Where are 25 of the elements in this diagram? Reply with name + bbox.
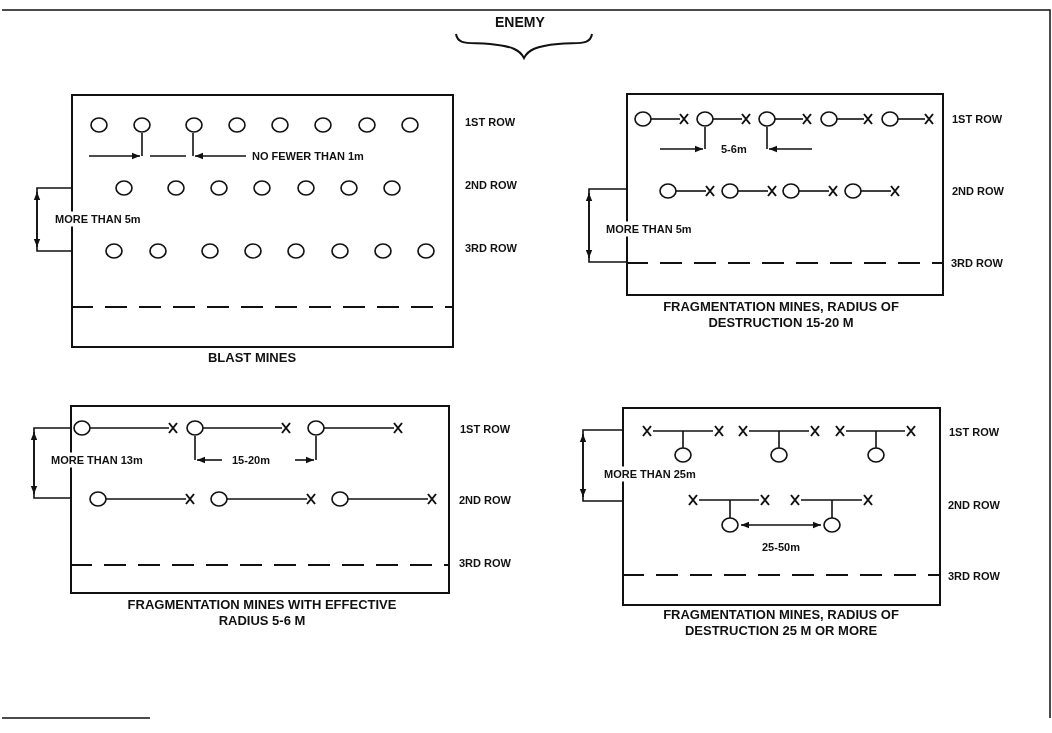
dimension-label: 5-6m — [721, 142, 747, 156]
row-label: 2ND ROW — [465, 178, 517, 192]
dimension-label: NO FEWER THAN 1m — [252, 149, 364, 163]
heading-label: ENEMY — [495, 15, 545, 29]
dimension-label: 15-20m — [232, 453, 270, 467]
dimension-label: MORE THAN 5m — [606, 221, 692, 237]
dimension-label: 25-50m — [762, 540, 800, 554]
row-label: 3RD ROW — [951, 256, 1003, 270]
row-label: 1ST ROW — [952, 112, 1003, 126]
panel-caption: FRAGMENTATION MINES, RADIUS OF DESTRUCTION 25 M OR MORE — [662, 607, 900, 639]
row-label: 2ND ROW — [952, 184, 1004, 198]
row-label: 2ND ROW — [948, 498, 1000, 512]
dimension-label: MORE THAN 13m — [51, 452, 143, 468]
row-label: 3RD ROW — [459, 556, 511, 570]
panel-caption: FRAGMENTATION MINES WITH EFFECTIVE RADIUS 5-6 M — [126, 597, 398, 629]
panel-caption: BLAST MINES — [206, 350, 298, 366]
row-label: 3RD ROW — [948, 569, 1000, 583]
panel-caption: FRAGMENTATION MINES, RADIUS OF DESTRUCTION 15-20 M — [662, 299, 900, 331]
dimension-label: MORE THAN 5m — [55, 211, 141, 227]
dimension-label: MORE THAN 25m — [604, 466, 696, 482]
row-label: 1ST ROW — [460, 422, 511, 436]
row-label: 3RD ROW — [465, 241, 517, 255]
row-label: 1ST ROW — [465, 115, 516, 129]
row-label: 2ND ROW — [459, 493, 511, 507]
row-label: 1ST ROW — [949, 425, 1000, 439]
